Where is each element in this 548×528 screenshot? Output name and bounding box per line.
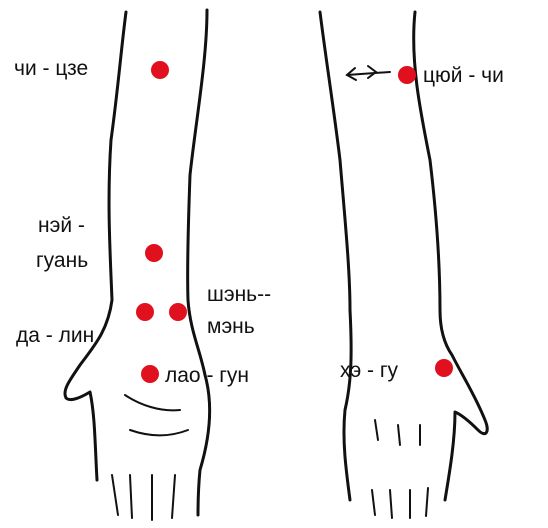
label-shen-men-line2: мэнь — [207, 316, 255, 337]
point-lao-gun — [141, 365, 159, 383]
label-cyui-chi: цюй - чи — [423, 65, 504, 86]
arrow-icon — [347, 66, 390, 80]
label-shen-men-line1: шэнь-- — [207, 284, 271, 305]
point-da-lin — [136, 303, 154, 321]
label-nei-guan-line1: нэй - — [38, 215, 85, 236]
right-arm-outline — [320, 12, 487, 518]
point-nei-guan — [145, 244, 163, 262]
label-chi-cze: чи - цзе — [14, 58, 88, 79]
point-he-gu — [435, 359, 453, 377]
label-lao-gun: лао - гун — [165, 365, 249, 386]
label-he-gu: хэ - гу — [340, 360, 398, 381]
point-chi-cze — [151, 61, 169, 79]
point-cyui-chi — [398, 66, 416, 84]
point-shen-men — [169, 303, 187, 321]
label-da-lin: да - лин — [16, 325, 94, 346]
label-nei-guan-line2: гуань — [36, 250, 88, 271]
